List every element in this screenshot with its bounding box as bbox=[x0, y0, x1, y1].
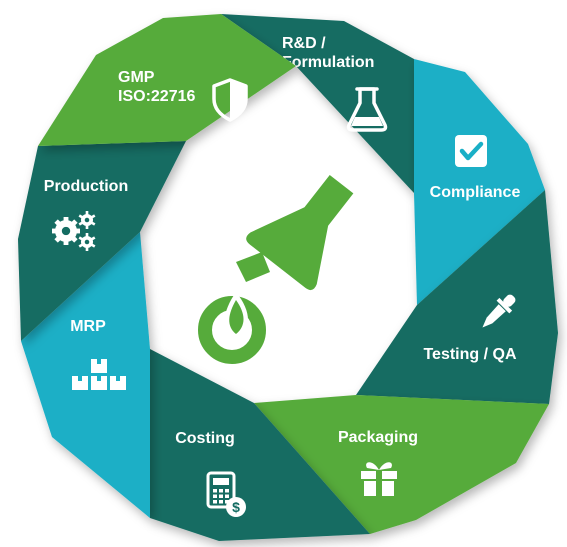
segment-packaging-label: Packaging bbox=[338, 429, 418, 446]
checkbox-icon bbox=[455, 135, 487, 167]
boxes-icon bbox=[72, 359, 126, 390]
gears-icon bbox=[52, 211, 96, 251]
segment-packaging-shape bbox=[254, 395, 549, 534]
center-logo bbox=[198, 174, 354, 364]
segment-costing-shape bbox=[150, 349, 370, 541]
segment-costing: Costing $ bbox=[150, 349, 370, 541]
segment-rd-label-line: Formulation bbox=[282, 54, 374, 71]
segment-rd-shape bbox=[221, 14, 414, 193]
segment-gmp-shape bbox=[38, 14, 296, 146]
segment-production: Production bbox=[18, 141, 186, 341]
segment-rd-label: R&D / Formulation bbox=[282, 35, 374, 71]
shield-icon bbox=[212, 78, 248, 122]
segment-mrp-label-line: MRP bbox=[70, 318, 106, 335]
segment-testing-shape bbox=[356, 190, 558, 404]
svg-text:$: $ bbox=[232, 499, 240, 515]
center-flask-neck bbox=[236, 252, 270, 282]
segment-compliance: Compliance bbox=[414, 59, 545, 305]
segment-mrp-label: MRP bbox=[70, 318, 106, 335]
segment-testing-label-line: Testing / QA bbox=[423, 346, 516, 363]
segment-mrp: MRP bbox=[21, 232, 150, 518]
calculator-dollar-icon: $ bbox=[206, 471, 246, 517]
segment-compliance-label: Compliance bbox=[430, 184, 521, 201]
segment-production-shape bbox=[18, 141, 186, 341]
segment-rd-label-line: R&D / bbox=[282, 35, 326, 52]
segment-testing: Testing / QA bbox=[356, 190, 558, 404]
segment-packaging-label-line: Packaging bbox=[338, 429, 418, 446]
flask-icon bbox=[346, 87, 388, 132]
segment-rd: R&D / Formulation bbox=[221, 14, 414, 193]
segment-mrp-shape bbox=[21, 232, 150, 518]
segment-gmp: GMP ISO:22716 bbox=[38, 14, 296, 146]
dropper-icon bbox=[482, 294, 516, 328]
center-flask-icon bbox=[246, 174, 354, 291]
segment-gmp-label-line: ISO:22716 bbox=[118, 88, 195, 105]
segment-compliance-label-line: Compliance bbox=[430, 184, 521, 201]
gift-icon bbox=[361, 462, 397, 496]
segment-production-label-line: Production bbox=[44, 178, 128, 195]
segment-testing-label: Testing / QA bbox=[423, 346, 516, 363]
segment-costing-label: Costing bbox=[175, 430, 235, 447]
segment-compliance-shape bbox=[414, 59, 545, 305]
segment-production-label: Production bbox=[44, 178, 128, 195]
segment-costing-label-line: Costing bbox=[175, 430, 235, 447]
segment-gmp-label: GMP ISO:22716 bbox=[118, 69, 195, 105]
segment-packaging: Packaging bbox=[254, 395, 549, 534]
segment-gmp-label-line: GMP bbox=[118, 69, 155, 86]
